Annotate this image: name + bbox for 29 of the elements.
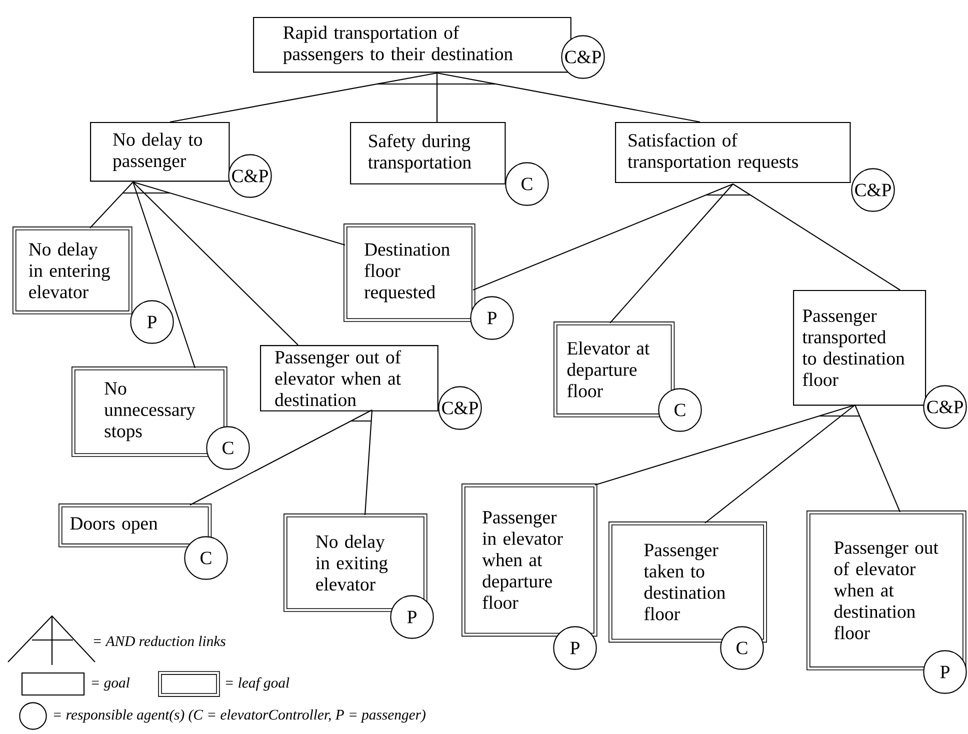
and-link [170, 72, 438, 123]
and-link [704, 404, 856, 524]
goal-box: Safety during transportation [350, 122, 506, 184]
leaf-goal-box: No delay in entering elevator [12, 226, 132, 314]
and-link [436, 72, 700, 123]
leaf-goal-box: No delay in exiting elevator [284, 514, 428, 612]
leaf-goal-box: Passenger in elevator when at departure floor [462, 484, 598, 637]
and-link [732, 184, 900, 290]
and-link [854, 404, 900, 512]
leaf-goal-box: Destination floor requested [344, 224, 476, 322]
legend-text: = goal [92, 677, 130, 691]
leaf-goal-box: Elevator at departure floor [554, 322, 675, 418]
and-link [132, 181, 346, 246]
and-link [364, 410, 373, 516]
and-link [610, 184, 734, 324]
goal-box: Satisfaction of transportation requests [615, 122, 851, 184]
and-link [132, 182, 298, 346]
legend-text: = AND reduction links [94, 636, 226, 646]
and-link [190, 410, 372, 506]
goal-box: No delay to passenger [90, 122, 230, 182]
legend-text: = leaf goal [226, 677, 290, 691]
and-link [594, 404, 856, 486]
and-link [90, 182, 134, 228]
goal-box: Passenger transported to destination floor [793, 290, 926, 406]
and-link [132, 182, 196, 368]
leaf-goal-box: Passenger taken to destination floor [608, 522, 767, 643]
goal-box: Passenger out of elevator when at destination [260, 345, 438, 412]
legend-text: = responsible agent(s) (C = elevatorController, P = passenger) [54, 709, 426, 723]
and-link [436, 73, 438, 122]
